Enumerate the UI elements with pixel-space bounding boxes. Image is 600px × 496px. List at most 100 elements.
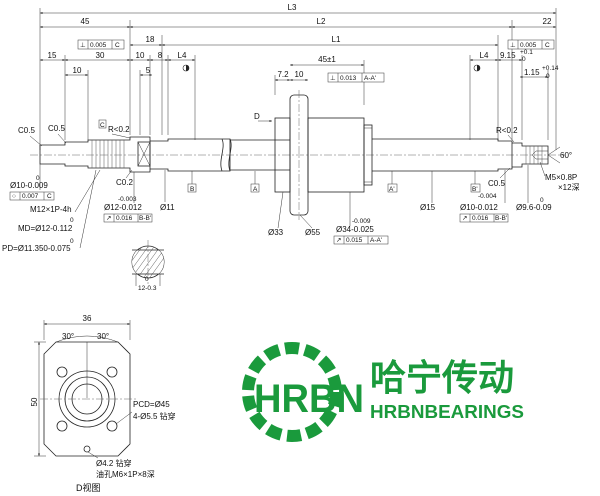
d15: Ø15: [420, 203, 436, 212]
tol-runout-left-ref: B-B': [139, 215, 151, 222]
tol-circ-left: 0.007: [22, 193, 39, 200]
dim-30: 30: [96, 51, 105, 60]
dim-18: 18: [146, 35, 155, 44]
dview-oil: 油孔M6×1P×8深: [96, 469, 155, 479]
dim-L1: L1: [332, 35, 341, 44]
dim-L4-right: L4: [480, 51, 489, 60]
tol-perp-left: 0.005: [90, 42, 107, 49]
section-w: 12-0.3: [138, 285, 157, 292]
thread-spec: M12×1P-4h: [30, 205, 72, 214]
dim-L2: L2: [317, 17, 326, 26]
brand-cn: 哈宁传动: [370, 357, 514, 398]
datum-A: A: [253, 186, 258, 193]
dim-9-15: 9.15: [500, 51, 516, 60]
md-spec: MD=Ø12-0.112: [18, 224, 73, 233]
tol-flange-perp-ref: A-A': [364, 75, 376, 82]
dim-L4-left: L4: [178, 51, 187, 60]
label-c05-right: C0.5: [488, 179, 505, 188]
datum-B: B: [190, 186, 194, 193]
svg-text:⊥: ⊥: [80, 42, 86, 49]
svg-text:+0.1: +0.1: [520, 49, 533, 56]
tol-runout-right: 0.016: [472, 215, 489, 222]
d-left-top: 0: [36, 175, 40, 182]
tol-perp-right-ref: C: [545, 42, 550, 49]
d-view: 36 50 30° 30° PCD=Ø45 4-Ø5.5 钻穿 Ø4.2 钻穿 …: [30, 314, 176, 493]
tol-runout-flange: 0.015: [346, 237, 363, 244]
dim-45pm1: 45±1: [318, 55, 336, 64]
angle-60: 60°: [560, 151, 572, 160]
dim-5: 5: [146, 66, 151, 75]
cross-section: 0 12-0.3: [131, 240, 165, 292]
d12: Ø12-0.012: [104, 203, 142, 212]
shaft: [30, 90, 565, 220]
datum-c: C: [100, 122, 105, 129]
section-w-top: 0: [145, 276, 149, 283]
datum-A2: A': [389, 186, 395, 193]
bottom-callouts: 0 Ø10-0.009 ○ 0.007 C M12×1P-4h 0 MD=Ø12…: [2, 161, 580, 253]
pd-top: 0: [70, 238, 74, 245]
d10r: Ø10-0.012: [460, 203, 498, 212]
brand-latin: HRBN: [254, 377, 364, 421]
tol-runout-right-ref: B-B': [495, 215, 507, 222]
svg-text:↗: ↗: [462, 215, 467, 222]
svg-text:↗: ↗: [336, 237, 341, 244]
d33: Ø33: [268, 228, 284, 237]
top-dimensions: L3 45 L2 22 18 L1 ⊥ 0.005 C ⊥ 0.005 C 15…: [39, 3, 559, 150]
dim-22: 22: [543, 17, 552, 26]
dim-L3: L3: [288, 3, 297, 12]
d12-top: -0.003: [118, 196, 137, 203]
d34: Ø34-0.025: [336, 225, 374, 234]
label-c05-b: C0.5: [48, 124, 65, 133]
m5-depth: ×12深: [558, 183, 580, 192]
pd-spec: PD=Ø11.350-0.075: [2, 244, 71, 253]
dim-8: 8: [158, 51, 163, 60]
dview-caption: D视图: [76, 482, 101, 493]
dview-holes: 4-Ø5.5 钻穿: [133, 411, 176, 421]
m5-spec: M5×0.8P: [545, 173, 577, 182]
dview-w36: 36: [83, 314, 92, 323]
tol-circ-left-ref: C: [47, 193, 52, 200]
d-left: Ø10-0.009: [10, 181, 48, 190]
d10r-top: -0.004: [478, 193, 497, 200]
dim-10a: 10: [73, 66, 82, 75]
svg-text:⊥: ⊥: [330, 75, 336, 82]
brand-logo: HRBN 哈宁传动 HRBNBEARINGS: [242, 342, 524, 442]
tol-runout-flange-ref: A-A': [370, 237, 382, 244]
d34-top: -0.009: [352, 218, 371, 225]
datum-B2: B': [472, 186, 478, 193]
dview-ang2: 30°: [97, 332, 109, 341]
brand-sub: HRBNBEARINGS: [370, 402, 524, 422]
label-D: D: [254, 112, 260, 121]
tol-perp-right: 0.005: [520, 42, 537, 49]
dim-1-15: 1.15: [524, 68, 540, 77]
svg-text:○: ○: [12, 193, 16, 200]
label-c05-a: C0.5: [18, 126, 35, 135]
d11: Ø11: [160, 203, 175, 212]
dview-h50: 50: [30, 397, 39, 406]
svg-text:↗: ↗: [106, 215, 111, 222]
dview-pcd: PCD=Ø45: [133, 400, 170, 409]
dim-15: 15: [48, 51, 57, 60]
dim-45: 45: [81, 17, 90, 26]
dim-7-2: 7.2: [277, 70, 289, 79]
dview-drill: Ø4.2 钻穿: [96, 458, 132, 468]
d55: Ø55: [305, 228, 321, 237]
d96: Ø9.6-0.09: [516, 203, 552, 212]
dim-1-15-tol-up: +0.14: [542, 65, 559, 72]
shaft-labels: C0.5 C0.5 R<0.2 C C0.2 D R<0.2 C0.5 B A …: [18, 112, 572, 193]
dview-ang1: 30°: [62, 332, 74, 341]
md-top: 0: [70, 217, 74, 224]
svg-text:⊥: ⊥: [510, 42, 516, 49]
d96-top: 0: [540, 197, 544, 204]
label-r02-left: R<0.2: [108, 125, 130, 134]
svg-text:0: 0: [522, 56, 526, 63]
tol-perp-left-ref: C: [115, 42, 120, 49]
label-r02-right: R<0.2: [496, 126, 518, 135]
gear-icon: [242, 342, 342, 442]
label-c02: C0.2: [116, 178, 133, 187]
tol-runout-left: 0.016: [116, 215, 133, 222]
dim-10c: 10: [295, 70, 304, 79]
dim-10b: 10: [136, 51, 145, 60]
tol-flange-perp: 0.013: [340, 75, 357, 82]
